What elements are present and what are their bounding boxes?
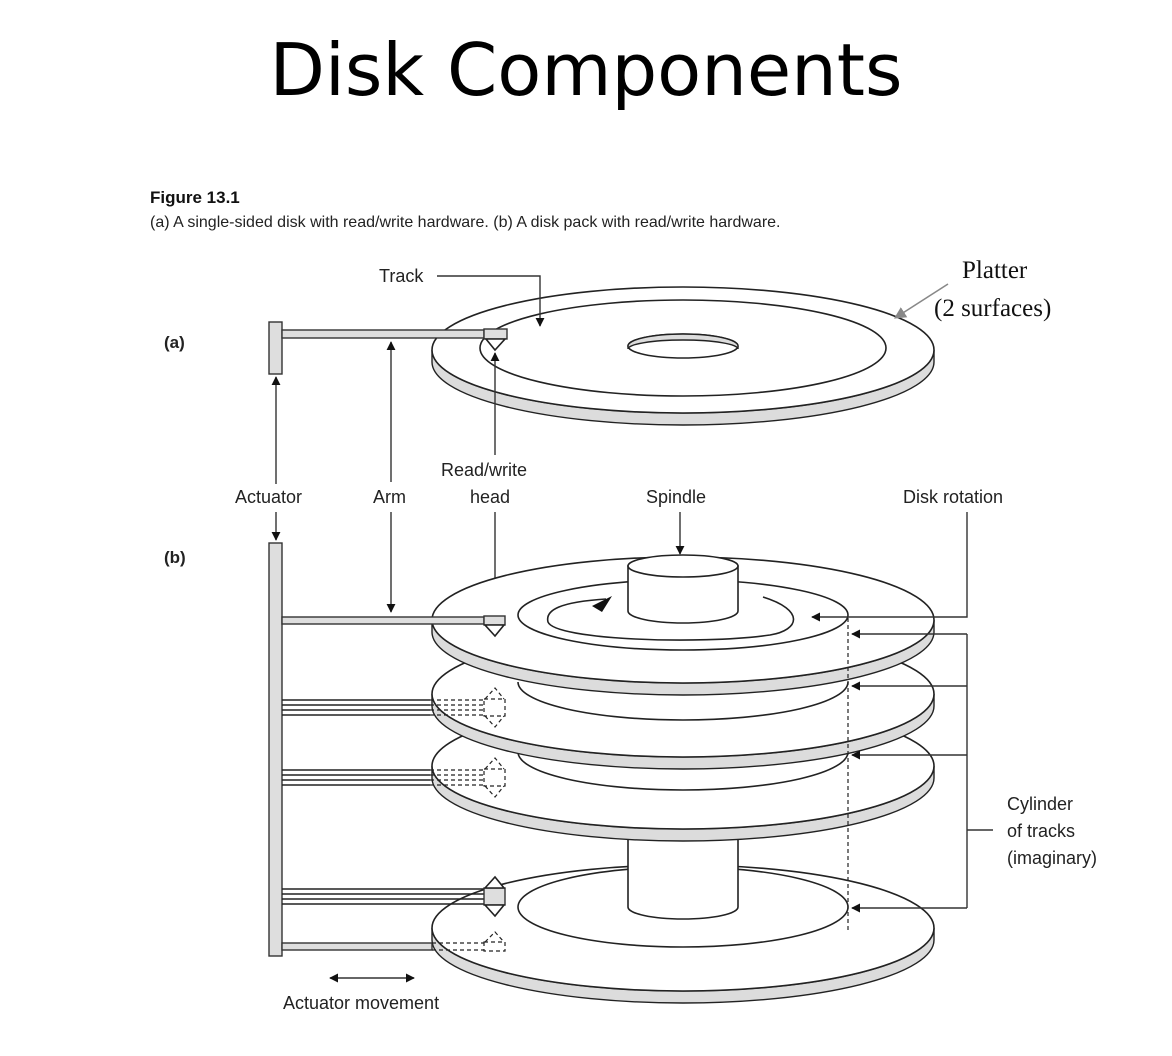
label-cylinder-3: (imaginary) — [1007, 848, 1097, 868]
figure-label: Figure 13.1 — [150, 188, 240, 207]
label-track: Track — [379, 266, 424, 286]
spindle-lower — [627, 819, 739, 920]
part-a-label: (a) — [164, 333, 185, 352]
head-b-1 — [483, 615, 506, 626]
arm-a — [281, 329, 485, 339]
label-cylinder-2: of tracks — [1007, 821, 1075, 841]
label-read-write-2: head — [470, 487, 510, 507]
head-a — [483, 328, 508, 340]
figure-caption: (a) A single-sided disk with read/write … — [150, 214, 781, 231]
head-tip-a — [484, 338, 507, 352]
label-spindle: Spindle — [646, 487, 706, 507]
actuator-b — [268, 542, 283, 957]
head-b-4 — [483, 887, 506, 906]
spindle-upper — [627, 565, 739, 624]
label-read-write-1: Read/write — [441, 460, 527, 480]
rotation-arc — [546, 596, 795, 641]
arm-b-4 — [282, 875, 506, 918]
track-leader — [437, 275, 545, 327]
label-arm: Arm — [373, 487, 406, 507]
label-platter-2: (2 surfaces) — [934, 295, 1051, 322]
rotation-arrowhead — [592, 596, 612, 612]
arm-b-3 — [282, 757, 506, 798]
label-platter-1: Platter — [962, 257, 1028, 284]
platter-4 — [431, 819, 935, 1004]
platter-arrow — [893, 283, 949, 319]
label-actuator: Actuator — [235, 487, 302, 507]
disk-rotation-leader — [811, 512, 968, 622]
label-actuator-movement: Actuator movement — [283, 993, 439, 1013]
slide-title: Disk Components — [269, 28, 903, 112]
platter-1 — [431, 554, 935, 696]
track-ellipse — [479, 299, 887, 397]
actuator-a — [268, 321, 283, 375]
single-platter — [431, 286, 935, 426]
label-disk-rotation: Disk rotation — [903, 487, 1003, 507]
spindle-top — [627, 554, 739, 578]
part-b-label: (b) — [164, 548, 186, 567]
arm-b-1 — [281, 616, 485, 625]
arm-b-5 — [281, 931, 506, 952]
head-tip-b-1 — [483, 624, 506, 638]
label-cylinder-1: Cylinder — [1007, 794, 1073, 814]
arm-b-2 — [282, 687, 506, 728]
